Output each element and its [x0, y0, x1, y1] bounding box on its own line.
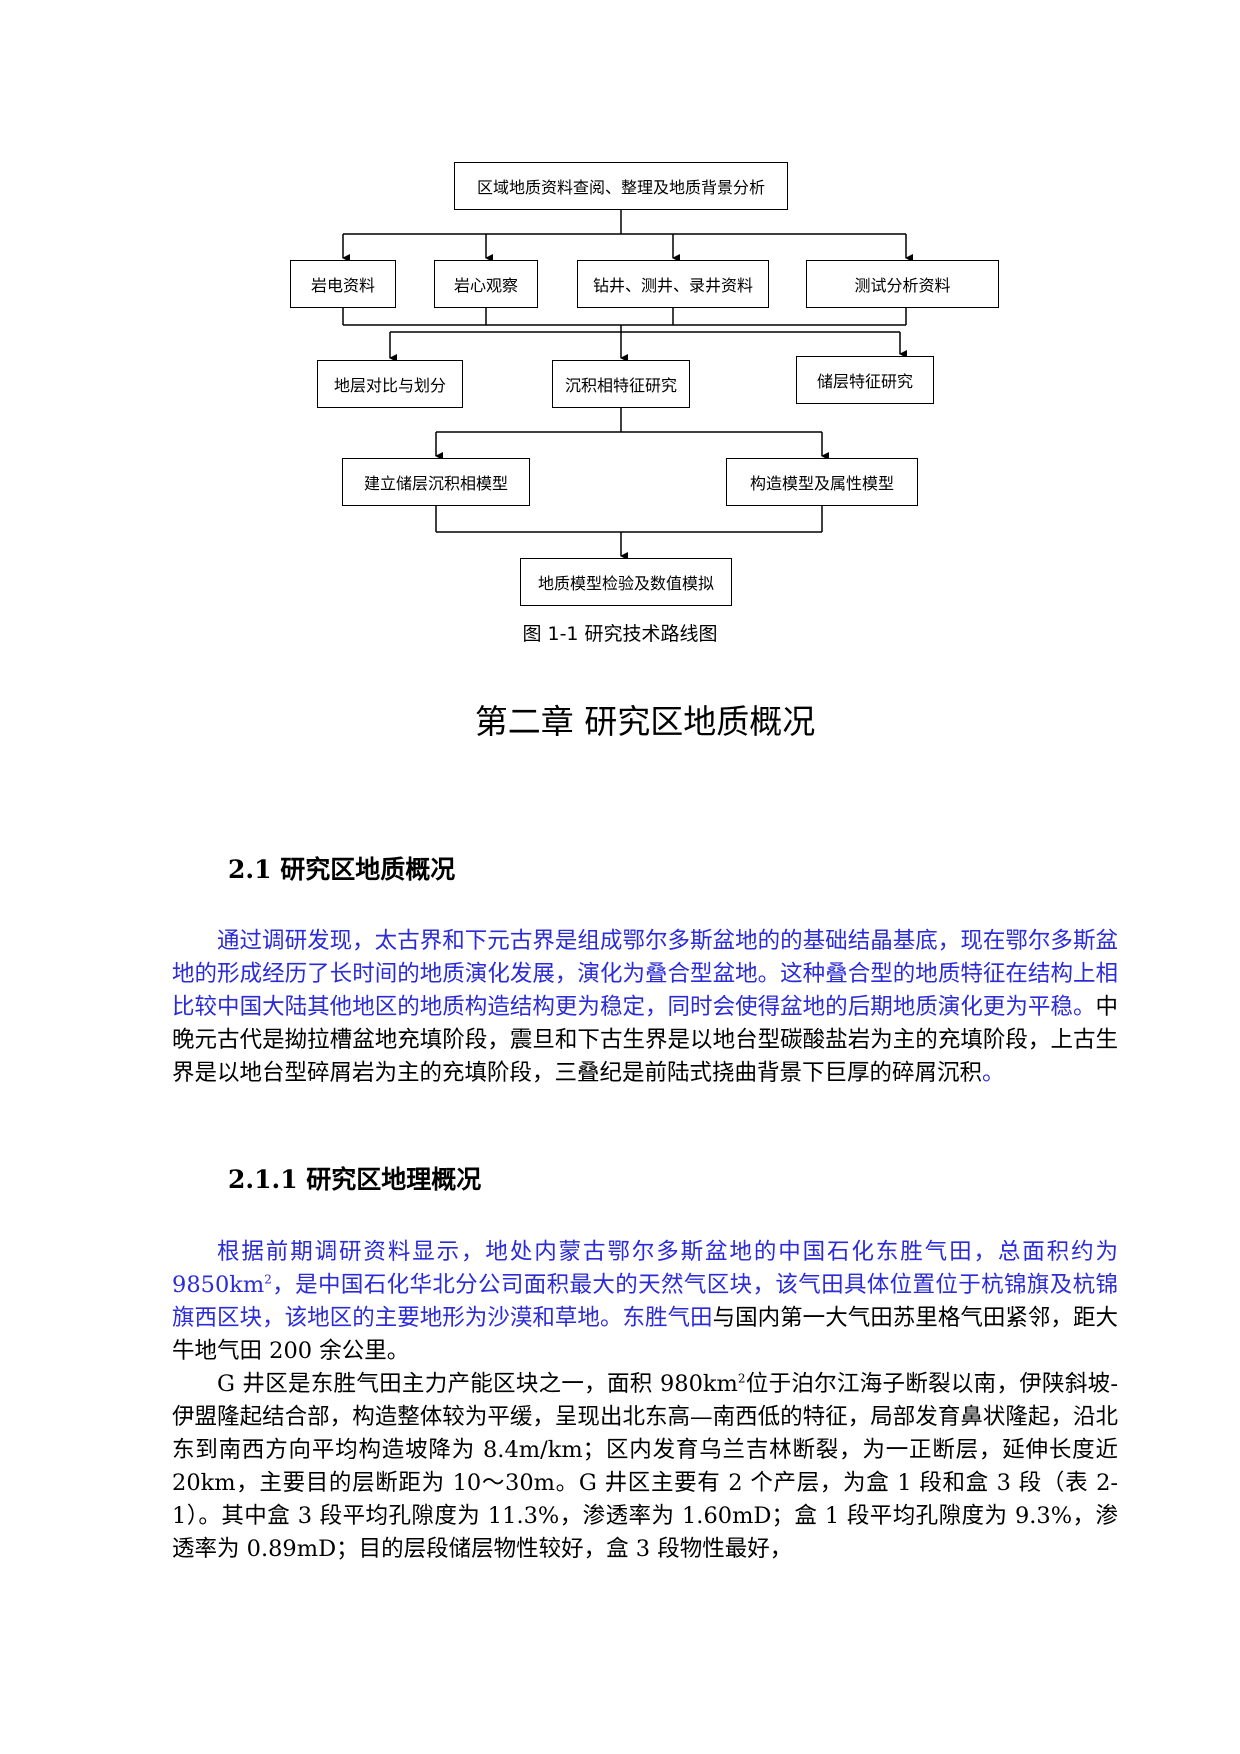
figure-caption: 图 1-1 研究技术路线图: [522, 623, 718, 645]
paragraph-g-well-area: G 井区是东胜气田主力产能区块之一，面积 980km2位于泊尔江海子断裂以南，伊…: [172, 1368, 1118, 1566]
paragraph-geography: 根据前期调研资料显示，地处内蒙古鄂尔多斯盆地的中国石化东胜气田，总面积约为 98…: [172, 1236, 1118, 1368]
flow-box-model-validation: 地质模型检验及数值模拟: [520, 558, 732, 606]
section-heading-2-1: 2.1 研究区地质概况: [228, 855, 456, 884]
research-flowchart: 区域地质资料查阅、整理及地质背景分析 岩电资料 岩心观察 钻井、测井、录井资料 …: [0, 0, 1240, 640]
g-well-text-b: 位于泊尔江海子断裂以南，伊陕斜坡-伊盟隆起结合部，构造整体较为平缓，呈现出北东高…: [172, 1371, 1118, 1562]
paragraph-end-punct: 。: [982, 1060, 1005, 1086]
flow-box-core-observation: 岩心观察: [434, 260, 538, 308]
flow-box-stratigraphy: 地层对比与划分: [317, 360, 463, 408]
geography-blue-b: ，是中国石化华北分公司面积最大的天然气区块，该气田具体位置位于杭锦旗及杭锦旗西区…: [172, 1272, 1118, 1331]
g-well-text-a: G 井区是东胜气田主力产能区块之一，面积 980km: [217, 1371, 738, 1397]
section-heading-2-1-1: 2.1.1 研究区地理概况: [228, 1165, 482, 1194]
superscript-2b: 2: [737, 1371, 746, 1386]
geography-black: 与国内第一大气田苏里格气田紧邻，距大牛地气田 200 余公里。: [172, 1305, 1118, 1364]
flow-box-reservoir-characteristics: 储层特征研究: [796, 356, 934, 404]
flow-box-facies-model: 建立储层沉积相模型: [342, 458, 530, 506]
flow-box-test-analysis: 测试分析资料: [806, 260, 999, 308]
flow-box-sedimentary-facies: 沉积相特征研究: [552, 360, 690, 408]
flow-box-rock-electric: 岩电资料: [290, 260, 396, 308]
paragraph-blue-text: 通过调研发现，太古界和下元古界是组成鄂尔多斯盆地的的基础结晶基底，现在鄂尔多斯盆…: [172, 928, 1118, 1020]
flowchart-connectors: [342, 210, 913, 560]
paragraph-geology-overview: 通过调研发现，太古界和下元古界是组成鄂尔多斯盆地的的基础结晶基底，现在鄂尔多斯盆…: [172, 925, 1118, 1090]
superscript-2: 2: [264, 1272, 272, 1287]
flow-box-structure-model: 构造模型及属性模型: [726, 458, 918, 506]
flow-box-regional-data: 区域地质资料查阅、整理及地质背景分析: [454, 162, 788, 210]
paragraph-black-text: 中晚元古代是拗拉槽盆地充填阶段，震旦和下古生界是以地台型碳酸盐岩为主的充填阶段，…: [172, 994, 1118, 1086]
geography-blue-a: 根据前期调研资料显示，地处内蒙古鄂尔多斯盆地的中国石化东胜气田，总面积约为 98…: [172, 1239, 1118, 1298]
chapter-title: 第二章 研究区地质概况: [474, 702, 816, 741]
flow-box-drilling-logging: 钻井、测井、录井资料: [577, 260, 769, 308]
